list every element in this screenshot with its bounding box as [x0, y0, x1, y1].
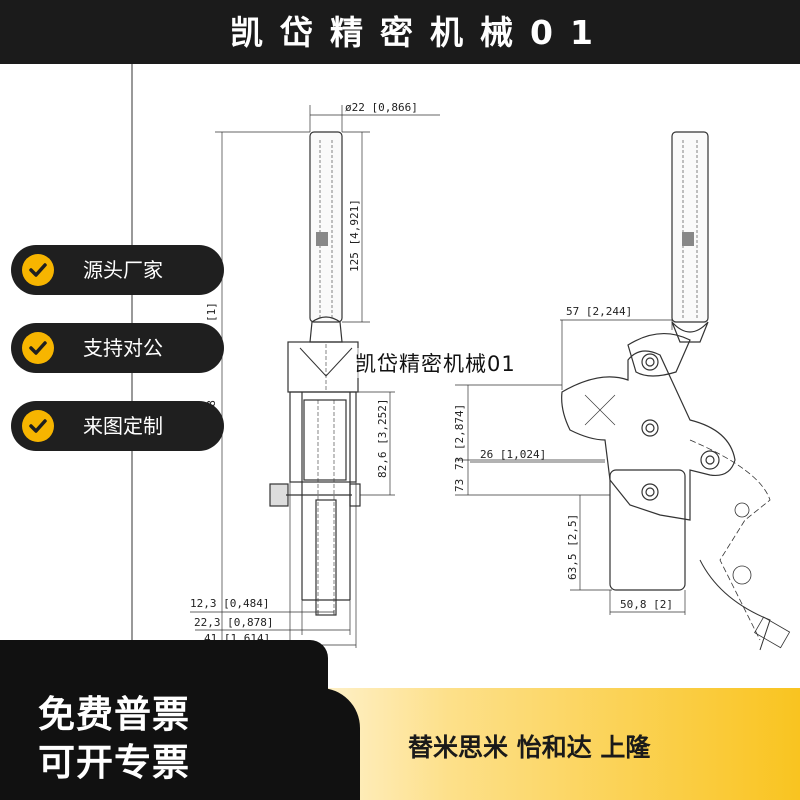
promo-line-2: 可开专票 — [38, 741, 190, 784]
dim-50: 50,8 [2] — [620, 598, 673, 611]
promo-line-1: 免费普票 — [38, 693, 190, 736]
badge-label: 源头厂家 — [83, 258, 163, 282]
dim-width-1: 12,3 [0,484] — [190, 597, 269, 610]
dim-73-imperial: 73 [2,874] — [453, 404, 466, 470]
promo-panel — [0, 640, 328, 800]
badge-label: 支持对公 — [83, 336, 163, 360]
technical-drawing: ø22 [0,866] 125 [4,921] 298 [1] 82,6 [3,… — [131, 64, 791, 651]
dim-mid-height: 82,6 [3,252] — [376, 399, 389, 478]
check-icon — [22, 410, 54, 442]
front-view — [269, 131, 361, 616]
dim-diameter-top: ø22 [0,866] — [345, 101, 418, 114]
badge-custom: 来图定制 — [11, 401, 224, 451]
badge-factory: 源头厂家 — [11, 245, 224, 295]
dim-total-height-partial: [1] — [205, 302, 218, 322]
check-icon — [22, 332, 54, 364]
dim-handle-length: 125 [4,921] — [348, 199, 361, 272]
check-icon — [22, 254, 54, 286]
dim-57: 57 [2,244] — [566, 305, 632, 318]
dim-73: 73 — [453, 479, 466, 492]
promo-panel-tail — [300, 688, 360, 800]
brand-strip — [298, 688, 800, 800]
badge-label: 来图定制 — [83, 414, 163, 438]
badge-corporate: 支持对公 — [11, 323, 224, 373]
dim-26: 26 [1,024] — [480, 448, 546, 461]
side-view — [561, 131, 791, 651]
brand-list: 替米思米 怡和达 上隆 — [408, 733, 651, 762]
dim-63: 63,5 [2,5] — [566, 514, 579, 580]
watermark-text: 凯岱精密机械01 — [355, 348, 516, 378]
dim-width-2: 22,3 [0,878] — [194, 616, 273, 629]
banner-title: 凯岱精密机械01 — [230, 13, 610, 52]
top-banner: 凯岱精密机械01 — [0, 0, 800, 64]
